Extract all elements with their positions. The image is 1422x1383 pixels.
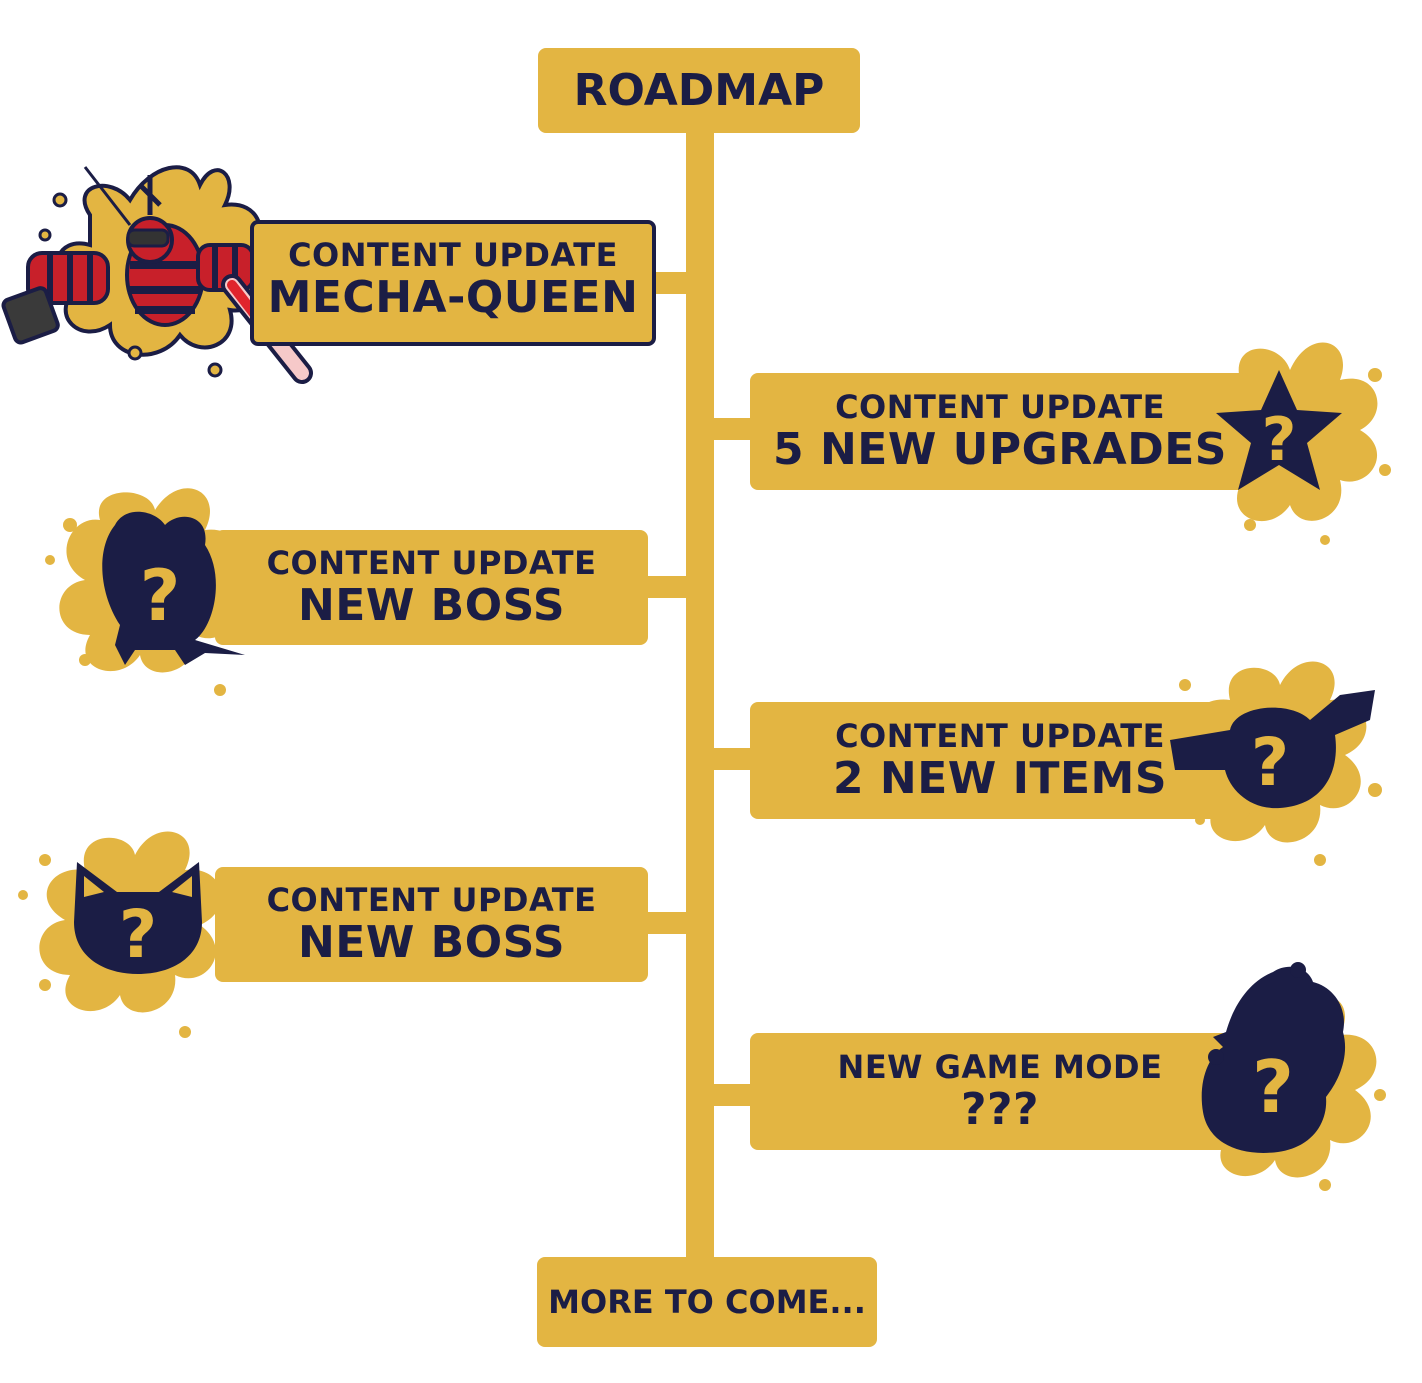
milestone-label: CONTENT UPDATE <box>266 881 597 919</box>
milestone-title: 5 NEW UPGRADES <box>773 424 1227 475</box>
more-to-come-box: MORE TO COME... <box>537 1257 877 1347</box>
timeline-branch <box>712 748 752 770</box>
milestone-card-game-mode: NEW GAME MODE ??? <box>750 1033 1250 1150</box>
svg-text:?: ? <box>140 555 181 637</box>
mystery-creature-icon: ? <box>1201 962 1346 1153</box>
svg-text:?: ? <box>1251 724 1289 801</box>
mystery-item-icon: ? <box>1170 690 1375 809</box>
milestone-label: CONTENT UPDATE <box>835 717 1165 755</box>
svg-text:?: ? <box>1252 1045 1294 1129</box>
roadmap-title-box: ROADMAP <box>538 48 860 133</box>
milestone-label: NEW GAME MODE <box>837 1048 1163 1086</box>
milestone-label: CONTENT UPDATE <box>835 388 1165 426</box>
roadmap-title: ROADMAP <box>573 65 825 116</box>
timeline-trunk <box>686 120 714 1260</box>
timeline-branch <box>712 418 752 440</box>
milestone-title: NEW BOSS <box>297 580 566 631</box>
timeline-branch <box>712 1084 752 1106</box>
svg-text:?: ? <box>119 896 157 973</box>
milestone-title: NEW BOSS <box>297 917 566 968</box>
milestone-card-new-boss-1: CONTENT UPDATE NEW BOSS <box>215 530 648 645</box>
milestone-card-upgrades: CONTENT UPDATE 5 NEW UPGRADES <box>750 373 1250 490</box>
timeline-branch <box>650 272 690 294</box>
timeline-branch <box>648 576 690 598</box>
milestone-title: MECHA-QUEEN <box>267 272 639 323</box>
milestone-card-items: CONTENT UPDATE 2 NEW ITEMS <box>750 702 1250 819</box>
milestone-title: ??? <box>960 1084 1040 1135</box>
milestone-title: 2 NEW ITEMS <box>832 753 1168 804</box>
milestone-card-mecha-queen: CONTENT UPDATE MECHA-QUEEN <box>250 220 656 346</box>
mystery-frog-icon: ? <box>102 511 246 665</box>
mystery-star-icon: ? <box>1216 370 1342 490</box>
milestone-label: CONTENT UPDATE <box>266 544 597 582</box>
mystery-cat-icon: ? <box>74 862 202 974</box>
timeline-branch <box>648 912 690 934</box>
svg-text:?: ? <box>1262 405 1297 475</box>
milestone-card-new-boss-2: CONTENT UPDATE NEW BOSS <box>215 867 648 982</box>
more-to-come-label: MORE TO COME... <box>548 1283 866 1321</box>
mecha-queen-art <box>1 165 313 384</box>
milestone-label: CONTENT UPDATE <box>288 236 618 274</box>
